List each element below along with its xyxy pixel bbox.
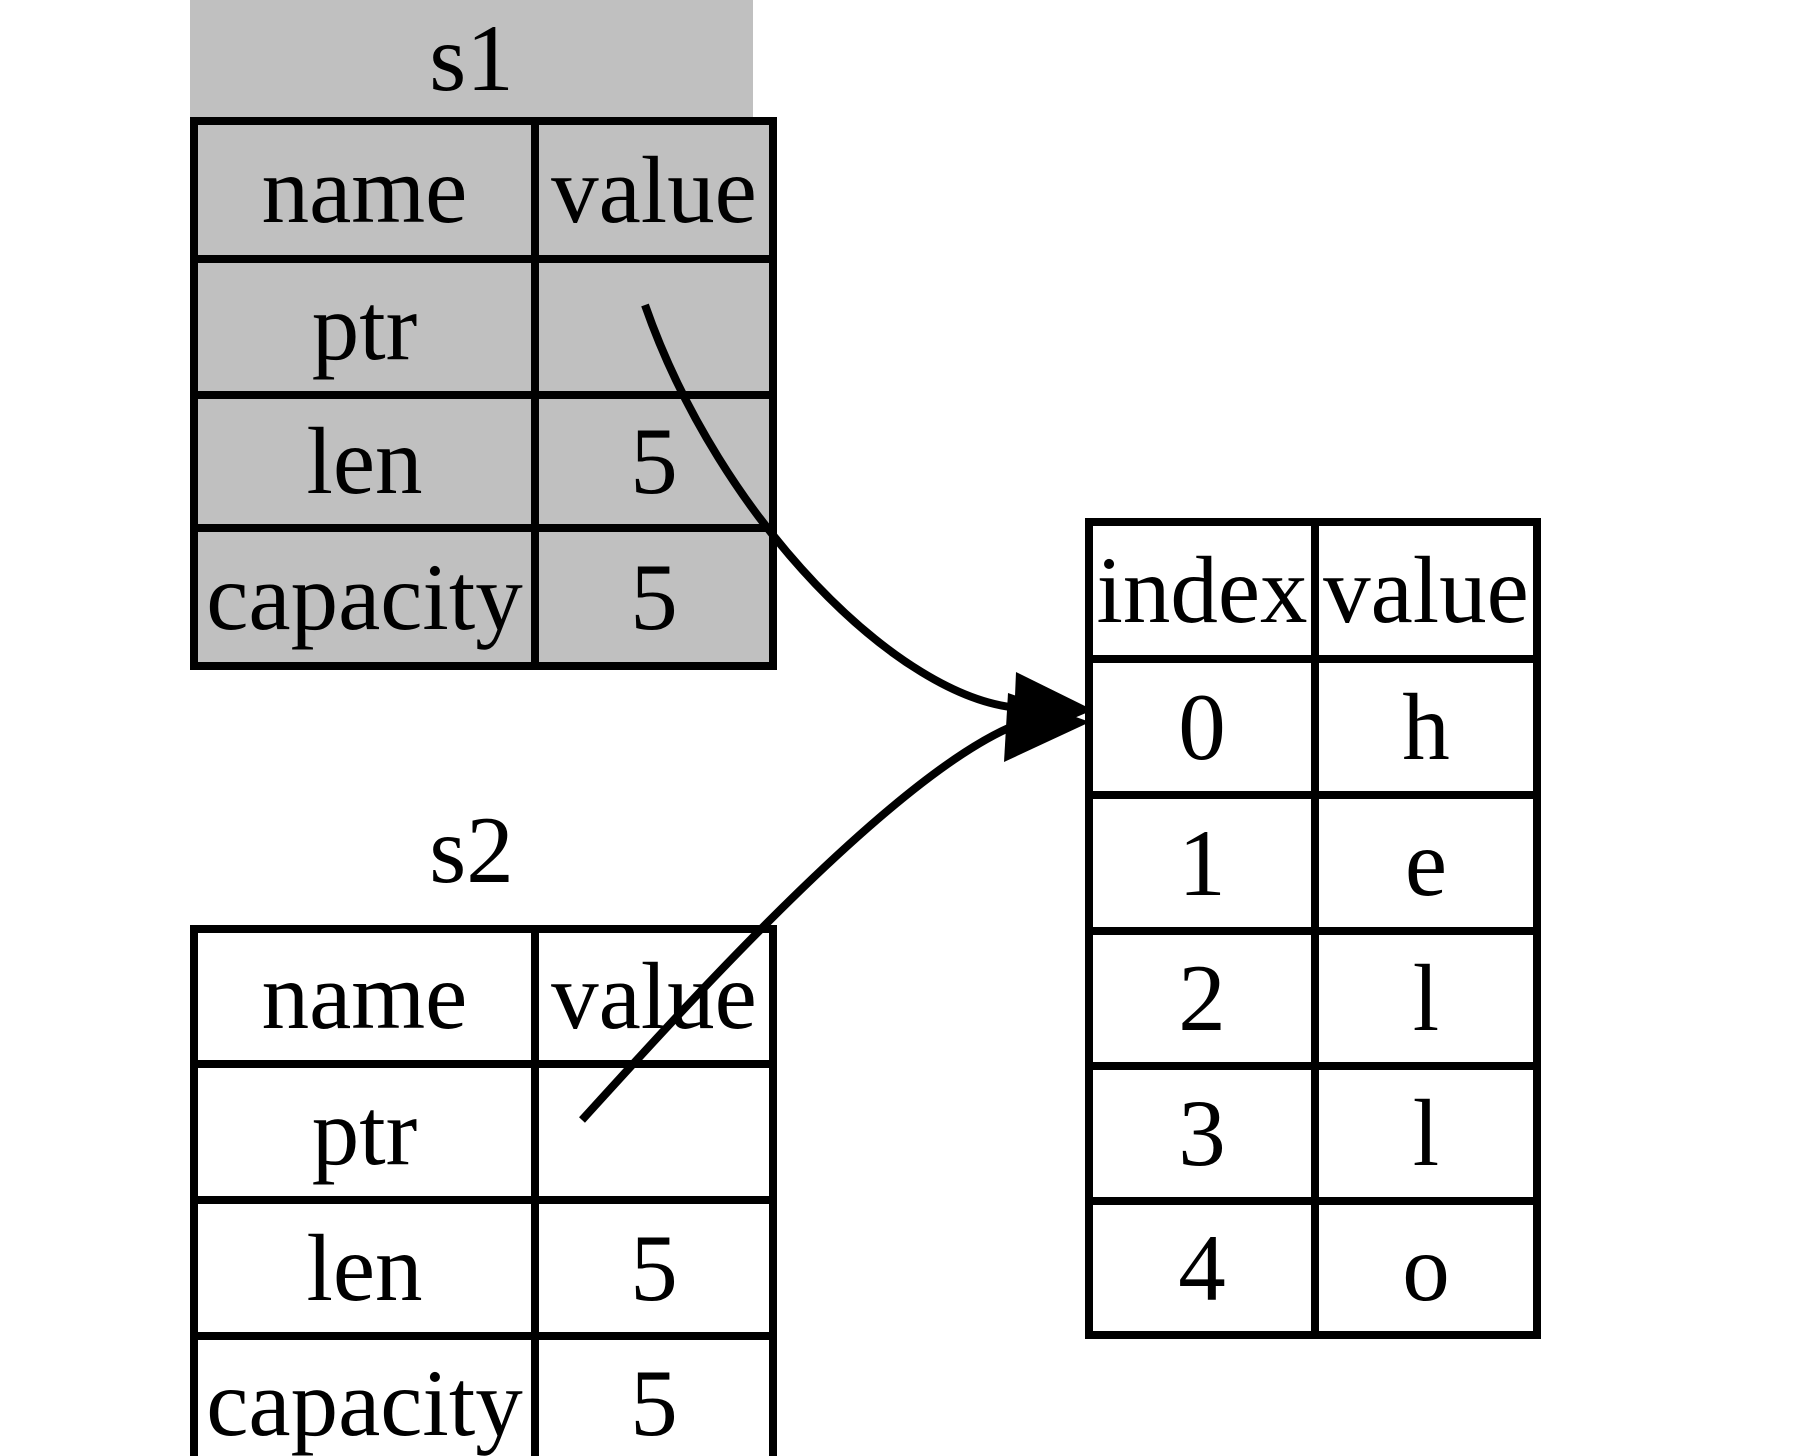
table-row: capacity 5	[190, 524, 777, 670]
heap-index-0: 0	[1085, 655, 1319, 799]
s1-value-ptr	[531, 255, 777, 399]
s2-label: s2	[190, 775, 753, 925]
table-row: index value	[1085, 518, 1541, 663]
table-row: 4 o	[1085, 1197, 1541, 1339]
s1-label: s1	[190, 0, 753, 117]
s2-value-len: 5	[531, 1196, 777, 1340]
s2-arrowhead-icon	[1004, 693, 1090, 762]
s2-value-capacity: 5	[531, 1332, 777, 1456]
s1-col-header-name: name	[190, 117, 539, 263]
s1-col-header-value: value	[531, 117, 777, 263]
table-row: 2 l	[1085, 927, 1541, 1070]
s1-field-ptr: ptr	[190, 255, 539, 399]
s2-value-ptr	[531, 1060, 777, 1204]
s1-field-len: len	[190, 391, 539, 532]
s1-field-capacity: capacity	[190, 524, 539, 670]
table-row: name value	[190, 117, 777, 263]
table-row: ptr	[190, 1060, 777, 1204]
heap-index-3: 3	[1085, 1062, 1319, 1205]
s1-value-len: 5	[531, 391, 777, 532]
heap-value-0: h	[1311, 655, 1541, 799]
table-row: len 5	[190, 391, 777, 532]
heap-value-3: l	[1311, 1062, 1541, 1205]
s2-col-header-value: value	[531, 925, 777, 1068]
s1-value-capacity: 5	[531, 524, 777, 670]
heap-col-header-index: index	[1085, 518, 1319, 663]
heap-value-4: o	[1311, 1197, 1541, 1339]
table-row: name value	[190, 925, 777, 1068]
heap-value-1: e	[1311, 791, 1541, 935]
heap-table: index value 0 h 1 e 2 l 3 l 4 o	[1085, 518, 1541, 1339]
s1-label-text: s1	[429, 5, 514, 111]
table-row: ptr	[190, 255, 777, 399]
s2-field-len: len	[190, 1196, 539, 1340]
table-row: capacity 5	[190, 1332, 777, 1456]
s2-col-header-name: name	[190, 925, 539, 1068]
table-row: 0 h	[1085, 655, 1541, 799]
table-row: 1 e	[1085, 791, 1541, 935]
heap-index-4: 4	[1085, 1197, 1319, 1339]
table-row: len 5	[190, 1196, 777, 1340]
s1-table: name value ptr len 5 capacity 5	[190, 117, 777, 670]
s2-field-capacity: capacity	[190, 1332, 539, 1456]
table-row: 3 l	[1085, 1062, 1541, 1205]
s1-arrowhead-icon	[1013, 672, 1093, 744]
s2-field-ptr: ptr	[190, 1060, 539, 1204]
heap-value-2: l	[1311, 927, 1541, 1070]
s2-table: name value ptr len 5 capacity 5	[190, 925, 777, 1456]
heap-index-2: 2	[1085, 927, 1319, 1070]
heap-col-header-value: value	[1311, 518, 1541, 663]
s2-label-text: s2	[429, 796, 514, 903]
heap-index-1: 1	[1085, 791, 1319, 935]
